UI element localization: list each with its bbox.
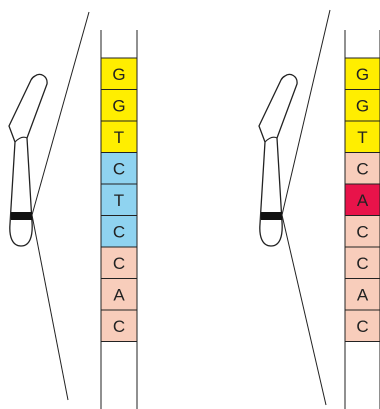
base-letter: T [114, 128, 124, 147]
base-cell-right-4: C [344, 152, 380, 185]
base-letter: C [113, 254, 125, 273]
base-cell-right-8: A [344, 278, 380, 311]
base-letter: G [356, 96, 369, 115]
chromosome-right [258, 73, 298, 247]
base-box [344, 89, 380, 122]
base-box [344, 278, 380, 311]
base-letter: T [114, 191, 124, 210]
zoom-line-left-upper [31, 11, 90, 216]
base-letter: C [356, 254, 368, 273]
base-letter: A [113, 285, 125, 304]
base-cell-left-9: C [100, 309, 138, 342]
base-cell-left-1: G [100, 57, 138, 90]
base-cell-right-2: G [344, 89, 380, 122]
base-letter: G [112, 65, 125, 84]
base-letter: T [357, 128, 367, 147]
base-box [100, 309, 138, 342]
chromosome-band-right [261, 212, 282, 220]
base-box [100, 120, 138, 153]
base-box [344, 246, 380, 279]
base-box [100, 246, 138, 279]
chromosome-left [8, 73, 48, 247]
chromosome-band-left [11, 212, 32, 220]
base-letter: C [113, 222, 125, 241]
base-letter: C [356, 159, 368, 178]
base-box [100, 57, 138, 90]
zoom-line-right-lower [281, 214, 327, 406]
chromosome-right-waist [264, 136, 278, 143]
base-cell-right-5: A [344, 183, 380, 216]
base-cell-left-4: C [100, 152, 138, 185]
base-cell-left-8: A [100, 278, 138, 311]
base-cell-right-3: T [344, 120, 380, 153]
base-box [344, 215, 380, 248]
base-letter: C [356, 222, 368, 241]
base-cell-left-2: G [100, 89, 138, 122]
base-letter: C [113, 317, 125, 336]
zoom-line-left-lower [31, 214, 69, 401]
base-cell-right-7: C [344, 246, 380, 279]
base-box [344, 120, 380, 153]
base-cell-right-6: C [344, 215, 380, 248]
base-box [344, 309, 380, 342]
base-cell-left-7: C [100, 246, 138, 279]
base-cell-right-9: C [344, 309, 380, 342]
base-letter: C [113, 159, 125, 178]
zoom-line-right-upper [281, 9, 331, 216]
base-cell-left-5: T [100, 183, 138, 216]
base-letter: G [356, 65, 369, 84]
base-box [344, 57, 380, 90]
chromosome-left-waist [14, 136, 28, 143]
base-letter: A [357, 191, 369, 210]
base-letter: C [356, 317, 368, 336]
base-cell-left-3: T [100, 120, 138, 153]
base-cell-right-1: G [344, 57, 380, 90]
base-letter: A [357, 285, 369, 304]
base-box [100, 278, 138, 311]
base-cell-left-6: C [100, 215, 138, 248]
base-box [100, 89, 138, 122]
base-letter: G [112, 96, 125, 115]
